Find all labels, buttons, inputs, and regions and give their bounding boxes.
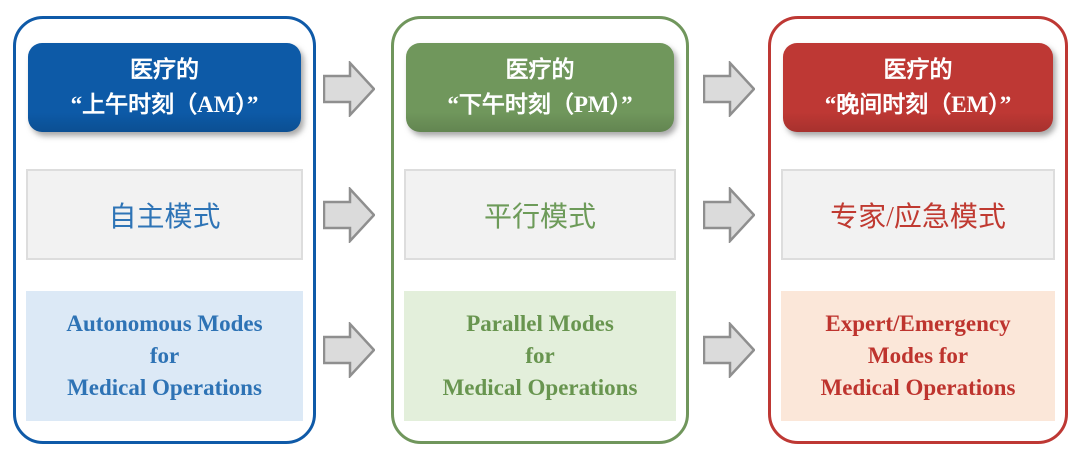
- english-line: for: [149, 342, 180, 368]
- right-arrow-icon: [703, 187, 755, 243]
- right-arrow-icon: [323, 61, 375, 117]
- phase-header-line1: 医疗的: [130, 57, 199, 82]
- english-box-am: Autonomous Modes for Medical Operations: [26, 291, 303, 421]
- mode-label: 平行模式: [483, 201, 596, 233]
- english-line: Medical Operations: [67, 375, 262, 401]
- phase-header-line2: “晚间时刻（EM）”: [824, 91, 1012, 117]
- english-line: Medical Operations: [442, 375, 638, 401]
- english-line: Medical Operations: [820, 375, 1016, 401]
- phase-header-line2: “下午时刻（PM）”: [447, 91, 633, 117]
- phase-header-line1: 医疗的: [505, 57, 575, 82]
- right-arrow-icon: [703, 322, 755, 378]
- english-box-em: Expert/Emergency Modes for Medical Opera…: [781, 291, 1055, 421]
- mode-label: 自主模式: [108, 201, 221, 233]
- english-line: for: [525, 342, 555, 368]
- phase-panel-am: 医疗的 “上午时刻（AM）” 自主模式 Autonomous Modes for…: [13, 16, 316, 444]
- phase-header-em: 医疗的 “晚间时刻（EM）”: [783, 43, 1053, 132]
- english-line: Expert/Emergency: [825, 310, 1011, 336]
- english-box-pm: Parallel Modes for Medical Operations: [404, 291, 676, 421]
- phase-header-am: 医疗的 “上午时刻（AM）”: [28, 43, 301, 132]
- english-line: Modes for: [867, 342, 969, 368]
- right-arrow-icon: [703, 61, 755, 117]
- english-line: Parallel Modes: [466, 310, 614, 336]
- phase-panel-em: 医疗的 “晚间时刻（EM）” 专家/应急模式 Expert/Emergency …: [768, 16, 1068, 444]
- mode-label: 专家/应急模式: [830, 201, 1006, 233]
- mode-box-am: 自主模式: [26, 169, 303, 260]
- phase-header-pm: 医疗的 “下午时刻（PM）”: [406, 43, 674, 132]
- phase-header-line1: 医疗的: [883, 57, 953, 82]
- english-line: Autonomous Modes: [66, 310, 263, 336]
- right-arrow-icon: [323, 187, 375, 243]
- mode-box-em: 专家/应急模式: [781, 169, 1055, 260]
- mode-box-pm: 平行模式: [404, 169, 676, 260]
- phase-header-line2: “上午时刻（AM）”: [70, 91, 259, 117]
- right-arrow-icon: [323, 322, 375, 378]
- phase-panel-pm: 医疗的 “下午时刻（PM）” 平行模式 Parallel Modes for M…: [391, 16, 689, 444]
